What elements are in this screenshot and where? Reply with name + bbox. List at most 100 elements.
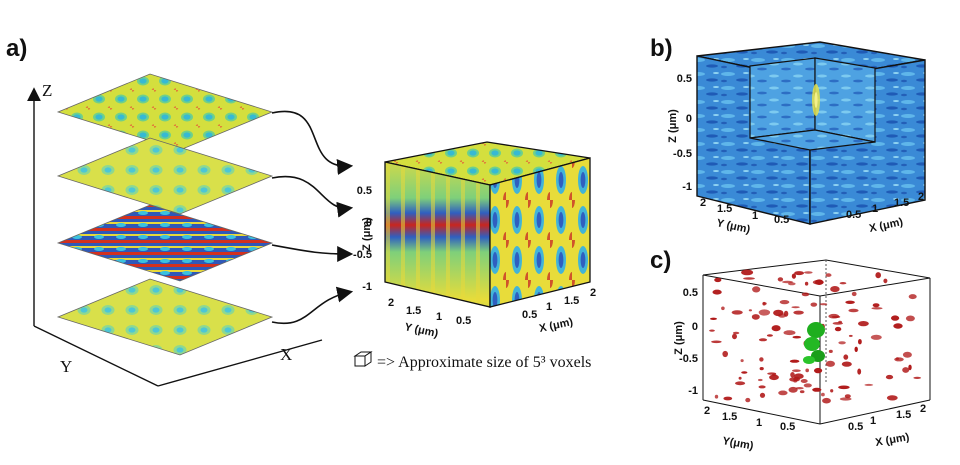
axis-z-label: Z [42, 81, 52, 100]
cube-y-tick-1: 2 [388, 297, 394, 309]
c-red-blob [858, 339, 862, 345]
b-feature-core [814, 92, 818, 108]
c-red-blob [841, 361, 852, 367]
b-x-title: X (μm) [868, 216, 904, 235]
c-red-blob [723, 396, 733, 401]
c-wireframe [702, 259, 931, 425]
c-red-blob [731, 310, 743, 315]
c-red-blob [905, 315, 915, 322]
c-red-blob [762, 302, 767, 305]
c-red-blob [830, 286, 840, 293]
b-x-tick-4: 2 [918, 191, 924, 203]
panel-c-label: c) [650, 247, 671, 274]
c-red-blob [902, 367, 910, 373]
c-red-blob [732, 333, 737, 340]
c-red-blob [908, 364, 912, 371]
cube-z-tick-1: 0.5 [357, 185, 372, 197]
c-red-blob [810, 302, 818, 307]
c-green-feature [803, 322, 825, 364]
c-red-blob [792, 369, 801, 373]
c-red-blob [791, 306, 800, 309]
cube-y-tick-3: 1 [436, 311, 442, 323]
c-red-blob [758, 378, 763, 382]
y-axis-line [33, 325, 159, 387]
c-red-blob [812, 387, 822, 392]
c-red-blob [838, 341, 846, 345]
c-red-blob [830, 389, 834, 393]
b-z-tick-2: 0 [686, 113, 692, 125]
cube-side-face [489, 157, 591, 308]
c-top-edges [702, 259, 931, 297]
c-red-blob [745, 397, 751, 403]
c-red-blob [758, 338, 768, 342]
cube-front-face [384, 161, 491, 308]
b-z-title: Z (μm) [667, 109, 679, 143]
c-x-title: X (μm) [874, 431, 910, 449]
c-red-blob [778, 390, 788, 396]
c-z-tick-1: 0.5 [683, 287, 698, 299]
c-red-blob [885, 374, 894, 380]
cube-y-title: Y (μm) [403, 321, 439, 340]
c-red-blob [814, 367, 823, 374]
c-red-blobs [709, 269, 922, 404]
c-red-blob [875, 272, 881, 279]
c-y-tick-2: 1.5 [722, 411, 737, 423]
c-red-blob [891, 315, 900, 321]
b-cut-right [814, 57, 876, 143]
c-red-blob [735, 381, 746, 386]
c-red-blob [828, 313, 840, 319]
cube-x-tick-1: 0.5 [522, 309, 537, 321]
c-red-blob [801, 292, 810, 297]
c-red-blob [803, 383, 812, 388]
c-red-blob [732, 331, 740, 335]
c-red-blob [851, 291, 857, 297]
slice-3 [56, 204, 274, 282]
c-red-blob [804, 271, 813, 274]
c-red-blob [795, 387, 804, 390]
b-y-tick-3: 1 [752, 210, 758, 222]
c-red-blob [714, 394, 719, 399]
c-z-tick-4: -1 [688, 385, 698, 397]
panel-c: c) Z (μm) 0.5 0 -0.5 -1 2 1.5 1 0.5 Y(μm… [650, 247, 931, 452]
c-red-blob [870, 334, 882, 340]
c-red-blob [788, 386, 798, 393]
arrow-slice-2 [271, 175, 354, 218]
c-y-tick-4: 0.5 [780, 421, 795, 433]
cube-y-tick-2: 1.5 [406, 305, 421, 317]
b-y-tick-2: 1.5 [717, 203, 732, 215]
c-red-blob [711, 340, 722, 344]
c-red-blob [825, 273, 832, 277]
c-red-blob [788, 282, 796, 286]
slice-1 [56, 73, 274, 151]
b-cut-floor [749, 129, 876, 151]
slice-stack [56, 73, 274, 356]
c-red-blob [773, 309, 784, 317]
slice-4 [56, 278, 274, 356]
c-red-blob [741, 269, 754, 276]
c-y-tick-3: 1 [756, 417, 762, 429]
arrow-slice-3 [271, 244, 354, 262]
c-x-tick-2: 1 [870, 415, 876, 427]
c-red-blob [858, 321, 869, 327]
c-red-blob [766, 334, 773, 337]
c-x-tick-3: 1.5 [896, 409, 911, 421]
c-red-blob [790, 372, 795, 378]
cube-y-tick-4: 0.5 [456, 315, 471, 327]
c-red-blob [771, 325, 781, 332]
b-x-tick-2: 1 [872, 203, 878, 215]
panel-b: b) Z (μm) 0.5 0 -0.5 -1 2 1.5 1 0.5 Y (μ… [650, 35, 926, 236]
panel-a-label: a) [6, 35, 27, 62]
c-red-blob [748, 309, 753, 312]
voxel-legend-text: => Approximate size of 5³ voxels [377, 354, 591, 371]
x-axis-line [157, 339, 323, 387]
panel-b-label: b) [650, 35, 673, 62]
cube-z-title: Z (μm) [361, 217, 373, 251]
c-bottom-edges [702, 399, 931, 425]
voxel-cube-icon [353, 351, 373, 367]
c-red-blob [819, 303, 828, 306]
c-red-blob [752, 286, 761, 293]
c-red-blob [805, 368, 809, 373]
c-red-blob [838, 385, 850, 390]
panel-a: a) Z Y X Z (μm) [6, 35, 596, 387]
c-red-blob [913, 376, 922, 379]
